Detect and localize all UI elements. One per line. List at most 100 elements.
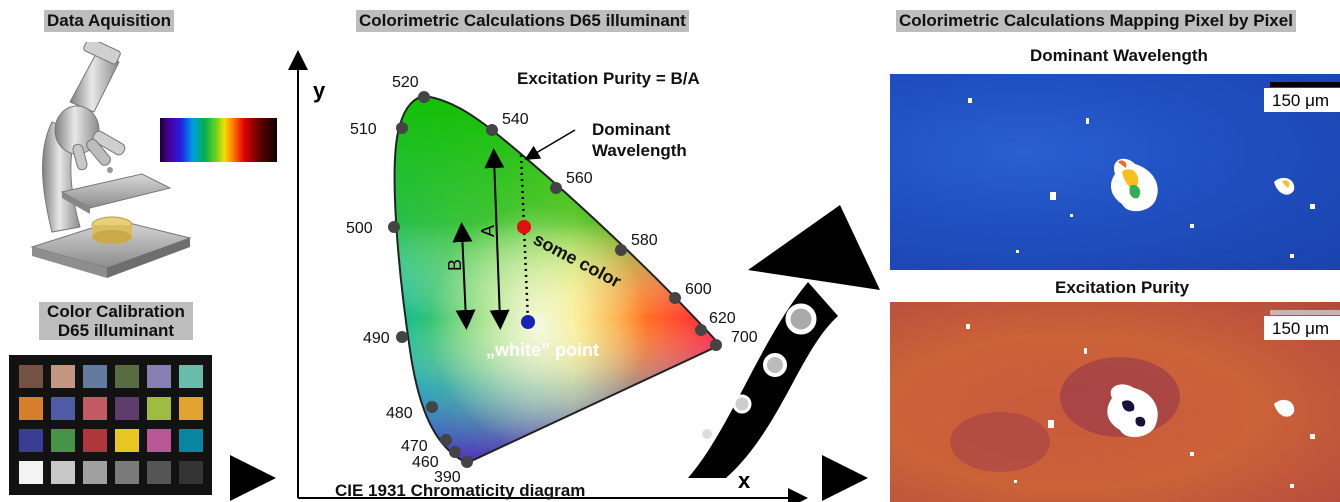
- color-patch: [115, 365, 139, 388]
- color-patch: [19, 397, 43, 420]
- cie-caption: CIE 1931 Chromaticity diagram: [335, 481, 585, 500]
- wl-label-510: 510: [350, 121, 377, 138]
- color-patch: [147, 365, 171, 388]
- color-patch: [19, 365, 43, 388]
- curved-arrow-body: [688, 282, 838, 478]
- some-color-point: [517, 220, 531, 234]
- color-patch: [147, 429, 171, 452]
- x-axis-label: x: [738, 468, 751, 493]
- color-patch: [83, 461, 107, 484]
- wl-label-500: 500: [346, 220, 373, 237]
- wavelength-markers: [388, 91, 722, 468]
- speck: [966, 324, 970, 329]
- color-patch: [83, 397, 107, 420]
- color-patch: [115, 429, 139, 452]
- wl-label-520: 520: [392, 74, 419, 91]
- arrow-circle-4: [785, 303, 817, 335]
- scale-bar-line: [1270, 82, 1340, 87]
- cie-chromaticity-diagram: y x 520 510 540 560 500 580 600 620 700 …: [288, 50, 808, 502]
- marker-390: [461, 456, 473, 468]
- color-patch: [147, 461, 171, 484]
- grain-highlight-yellow: [1122, 169, 1139, 188]
- grain-small-highlight: [1282, 180, 1290, 188]
- flow-arrow-icon: [230, 455, 276, 501]
- color-patch: [147, 397, 171, 420]
- wl-label-540: 540: [502, 111, 529, 128]
- speck: [1086, 118, 1089, 124]
- calibration-line1: Color Calibration: [47, 302, 185, 321]
- color-patch: [83, 365, 107, 388]
- marker-560: [550, 182, 562, 194]
- dominant-map-features: [968, 98, 1315, 258]
- color-patch: [179, 429, 203, 452]
- color-patch: [19, 429, 43, 452]
- curved-arrow-head: [748, 205, 880, 290]
- grain-highlight-green: [1129, 184, 1141, 199]
- label-A: A: [478, 225, 498, 237]
- marker-500: [388, 221, 400, 233]
- marker-580: [615, 244, 627, 256]
- arrow-circle-3: [763, 353, 787, 377]
- color-patch: [19, 461, 43, 484]
- speck: [1290, 484, 1294, 488]
- grain-dark-spot: [1122, 400, 1135, 412]
- scale-bar-dominant: 150 μm: [1264, 82, 1340, 112]
- grain-particle-small: [1274, 177, 1295, 195]
- marker-480: [426, 401, 438, 413]
- color-patch: [51, 461, 75, 484]
- spectral-locus-outline: [393, 94, 722, 465]
- excitation-purity-formula: Excitation Purity = B/A: [517, 69, 700, 88]
- distance-A-arrow: [484, 148, 510, 330]
- marker-490: [396, 331, 408, 343]
- speck: [1070, 214, 1073, 217]
- dominant-wavelength-map: 150 μm: [890, 74, 1340, 270]
- arrow-circle-1: [700, 427, 714, 441]
- wl-label-490: 490: [363, 330, 390, 347]
- color-patch: [115, 397, 139, 420]
- color-patch: [115, 461, 139, 484]
- color-patch: [51, 397, 75, 420]
- excitation-purity-map: 150 μm: [890, 302, 1340, 502]
- speck: [1084, 348, 1087, 354]
- purity-map-features: [950, 324, 1315, 488]
- map-title-dominant: Dominant Wavelength: [1030, 46, 1208, 65]
- speck: [1310, 204, 1315, 209]
- dominant-wavelength-label-2: Wavelength: [592, 141, 687, 160]
- marker-600: [669, 292, 681, 304]
- wl-label-480: 480: [386, 405, 413, 422]
- speck: [1048, 420, 1054, 428]
- scale-bar-purity: 150 μm: [1264, 310, 1340, 340]
- section-title-calculations: Colorimetric Calculations D65 illuminant: [356, 10, 689, 32]
- scale-bar-line: [1270, 310, 1340, 315]
- speck: [1310, 434, 1315, 439]
- color-patch: [179, 365, 203, 388]
- y-axis-label: y: [313, 78, 326, 103]
- speck: [1190, 224, 1194, 228]
- color-patch: [51, 365, 75, 388]
- marker-510: [396, 122, 408, 134]
- speck: [1016, 250, 1019, 253]
- spectrum-bar: [160, 118, 277, 162]
- calibration-label: Color Calibration D65 illuminant: [39, 302, 193, 340]
- color-patch: [83, 429, 107, 452]
- scale-bar-label: 150 μm: [1272, 91, 1330, 110]
- marker-520: [418, 91, 430, 103]
- speck: [1190, 452, 1194, 456]
- wl-label-390: 390: [434, 469, 461, 486]
- label-B: B: [445, 259, 465, 271]
- grain-highlight-orange: [1118, 160, 1127, 168]
- microscope-icon: [30, 42, 192, 278]
- grain-particle-small: [1274, 399, 1295, 417]
- section-title-mapping: Colorimetric Calculations Mapping Pixel …: [896, 10, 1296, 32]
- dominant-wavelength-line: [519, 154, 530, 323]
- wl-label-560: 560: [566, 170, 593, 187]
- marker-470: [440, 434, 452, 446]
- wl-label-460: 460: [412, 454, 439, 471]
- marker-460: [449, 446, 461, 458]
- wl-label-620: 620: [709, 310, 736, 327]
- marker-540: [486, 124, 498, 136]
- speck: [968, 98, 972, 103]
- white-point-label: „white” point: [486, 340, 599, 360]
- dominant-wavelength-label-1: Dominant: [592, 120, 671, 139]
- distance-B-arrow: [452, 222, 476, 330]
